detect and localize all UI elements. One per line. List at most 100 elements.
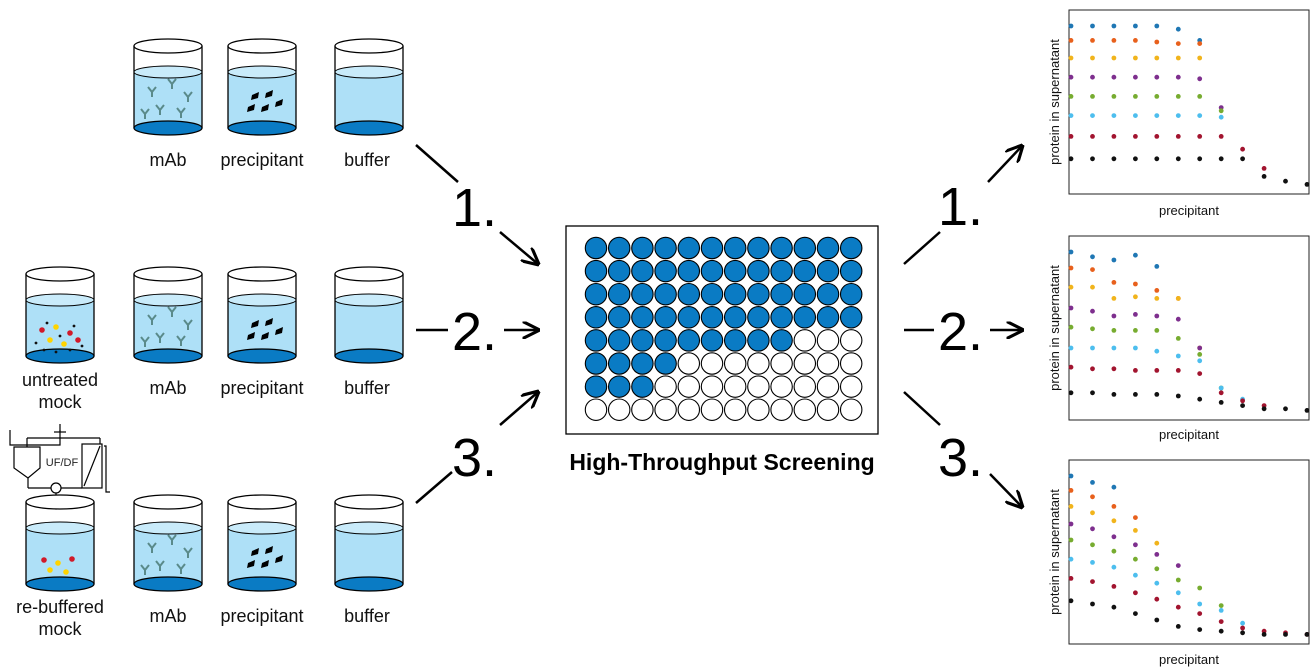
chart-2-point <box>1175 316 1181 322</box>
chart-3-ylabel: protein in supernatant <box>1047 489 1062 615</box>
chart-1-point <box>1068 74 1074 80</box>
chart-3-point <box>1111 534 1117 540</box>
well <box>723 259 747 283</box>
well <box>793 375 817 398</box>
well <box>584 282 608 306</box>
chart-3-point <box>1154 566 1160 572</box>
chart-1-point <box>1111 134 1117 139</box>
beaker-mab-row2 <box>133 266 203 364</box>
chart-3-point <box>1111 604 1117 610</box>
well <box>700 259 724 283</box>
arrow-1-right-line <box>903 231 941 265</box>
label-precipitant-row2: precipitant <box>220 378 303 398</box>
chart-2-point <box>1068 324 1074 330</box>
chart-1-point <box>1175 134 1181 139</box>
chart-3-point <box>1133 611 1138 616</box>
chart-1-point <box>1068 38 1074 43</box>
well <box>770 352 793 375</box>
chart-1-point <box>1133 94 1138 99</box>
well <box>607 236 631 260</box>
chart-2-point <box>1133 368 1138 373</box>
chart-1-point <box>1175 55 1181 61</box>
well <box>747 236 770 260</box>
well <box>700 352 724 375</box>
well <box>677 282 701 306</box>
chart-3-point <box>1090 579 1095 584</box>
chart-1-point <box>1111 94 1117 99</box>
arrow-3-right-icon <box>989 473 1022 507</box>
chart-1-point <box>1133 38 1138 43</box>
chart-2-point <box>1068 265 1074 271</box>
chart-3-point <box>1111 484 1117 490</box>
chart-3-point <box>1111 504 1117 509</box>
chart-2-point <box>1175 368 1181 373</box>
chart-3-point <box>1068 537 1074 543</box>
chart-3-point <box>1090 601 1095 607</box>
chart-1-point <box>1090 23 1095 29</box>
label-mab-row1: mAb <box>149 150 186 170</box>
chart-2-point <box>1111 313 1117 319</box>
well <box>677 306 701 329</box>
chart-1-point <box>1175 26 1181 32</box>
well <box>839 259 863 283</box>
chart-2-point <box>1154 313 1160 319</box>
chart-2-point <box>1068 390 1074 396</box>
chart-3-point <box>1240 620 1245 626</box>
well <box>677 329 701 352</box>
well <box>677 398 701 421</box>
chart-3-point <box>1304 632 1310 637</box>
label-mock-rebuffered: mock <box>38 619 82 639</box>
chart-3-point <box>1175 624 1181 629</box>
chart-1-point <box>1154 94 1160 99</box>
chart-2-point <box>1197 352 1203 357</box>
label-untreated: untreated <box>22 370 98 390</box>
chart-3-point <box>1090 494 1095 500</box>
label-buffer-row3: buffer <box>344 606 390 626</box>
well <box>607 398 631 421</box>
chart-3-point <box>1261 632 1267 637</box>
chart-1-point <box>1111 113 1117 118</box>
chart-1-ylabel: protein in supernatant <box>1047 39 1062 165</box>
well <box>839 352 863 375</box>
chart-2-point <box>1197 371 1203 376</box>
chart-2-point <box>1133 294 1138 300</box>
chart-3-point <box>1068 556 1074 562</box>
chart-1-point <box>1154 74 1160 80</box>
well <box>723 282 747 306</box>
chart-3: precipitant protein in supernatant <box>1047 459 1310 667</box>
chart-1-point <box>1154 39 1160 45</box>
chart-2-point <box>1111 345 1117 351</box>
chart-1-point <box>1197 113 1203 118</box>
well <box>816 398 840 421</box>
chart-3-point <box>1197 601 1203 607</box>
chart-1-point <box>1218 108 1224 114</box>
chart-1-point <box>1283 178 1288 184</box>
chart-3-point <box>1197 627 1203 632</box>
well <box>631 398 654 421</box>
well <box>793 329 817 352</box>
chart-3-point <box>1175 590 1181 596</box>
arrow-1-left-icon <box>499 231 538 264</box>
chart-2-point <box>1090 267 1095 272</box>
step-3-left: 3. <box>452 428 497 488</box>
chart-1-point <box>1175 156 1181 162</box>
chart-2-point <box>1090 254 1095 260</box>
chart-2-ylabel: protein in supernatant <box>1047 265 1062 391</box>
well <box>584 329 608 352</box>
well <box>584 398 608 421</box>
chart-1-point <box>1197 41 1203 46</box>
chart-2-point <box>1154 392 1160 397</box>
chart-3-point <box>1154 540 1160 546</box>
chart-2-xlabel: precipitant <box>1159 427 1219 442</box>
chart-1-point <box>1197 134 1203 139</box>
well <box>654 352 677 375</box>
well <box>677 236 701 260</box>
chart-2-point <box>1154 368 1160 373</box>
chart-3-point <box>1090 526 1095 532</box>
chart-2-point <box>1175 336 1181 341</box>
chart-1-point <box>1154 55 1160 61</box>
well <box>677 375 701 398</box>
chart-1-point <box>1304 182 1310 187</box>
chart-1-point <box>1133 113 1138 118</box>
